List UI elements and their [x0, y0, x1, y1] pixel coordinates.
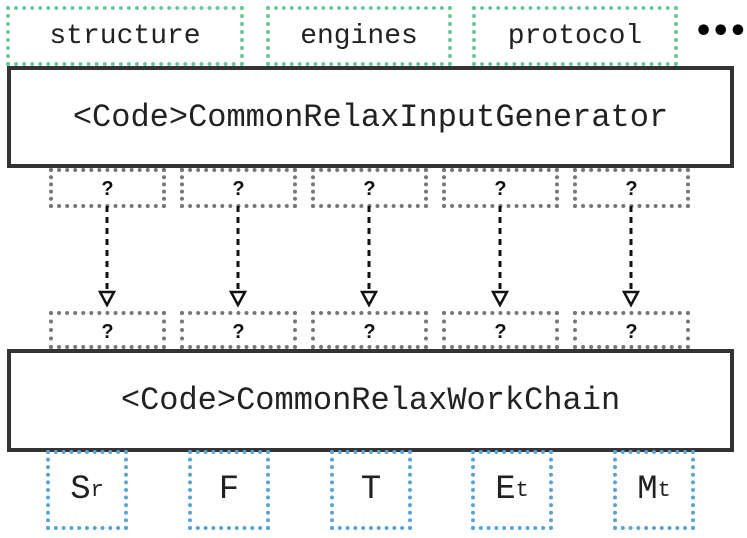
- output-subscript: r: [90, 477, 104, 503]
- output-label: F: [218, 471, 240, 509]
- output-label: M: [637, 471, 658, 509]
- port-label: ?: [363, 178, 376, 200]
- output-port-f: F: [188, 450, 270, 530]
- workchain-port: ?: [442, 311, 559, 349]
- port-label: ?: [625, 321, 638, 343]
- port-label: ?: [494, 178, 507, 200]
- input-port-label: structure: [49, 20, 201, 52]
- input-generator-label: <Code>CommonRelaxInputGenerator: [72, 98, 669, 136]
- workchain-label: <Code>CommonRelaxWorkChain: [120, 382, 621, 419]
- port-label: ?: [101, 178, 114, 200]
- input-port-structure: structure: [6, 6, 244, 66]
- input-port-label: protocol: [507, 20, 643, 52]
- output-label: E: [495, 471, 516, 509]
- input-port-engines: engines: [266, 6, 452, 66]
- workchain-port: ?: [311, 311, 428, 349]
- more-inputs-ellipsis: •••: [694, 14, 747, 49]
- input-generator-box: <Code>CommonRelaxInputGenerator: [7, 66, 734, 168]
- arrowhead-3: [359, 290, 379, 308]
- output-port-t: T: [330, 450, 412, 530]
- port-label: ?: [494, 321, 507, 343]
- workchain-port: ?: [180, 311, 297, 349]
- arrowhead-2: [228, 290, 248, 308]
- port-label: ?: [363, 321, 376, 343]
- arrowhead-5: [621, 290, 641, 308]
- workchain-port: ?: [573, 311, 690, 349]
- output-label: S: [70, 471, 91, 509]
- arrowhead-1: [97, 290, 117, 308]
- workchain-box: <Code>CommonRelaxWorkChain: [7, 349, 734, 452]
- arrowhead-4: [490, 290, 510, 308]
- port-label: ?: [625, 178, 638, 200]
- output-subscript: t: [515, 477, 529, 503]
- output-subscript: t: [657, 477, 671, 503]
- port-label: ?: [232, 178, 245, 200]
- port-label: ?: [232, 321, 245, 343]
- port-label: ?: [101, 321, 114, 343]
- input-port-protocol: protocol: [472, 6, 678, 66]
- workchain-port: ?: [49, 311, 166, 349]
- output-label: T: [360, 471, 382, 509]
- input-port-label: engines: [300, 20, 418, 52]
